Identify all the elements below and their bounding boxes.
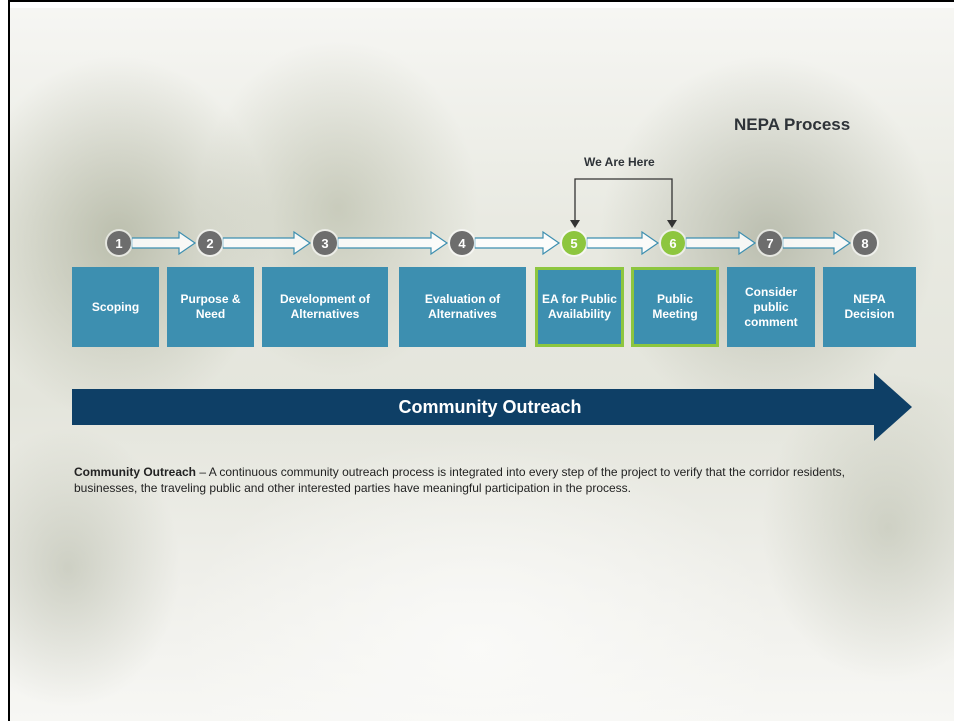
step-box-3: Development of Alternatives: [262, 267, 388, 347]
connector-arrow-6: [685, 230, 757, 256]
connector-arrow-2: [222, 230, 312, 256]
step-box-7: Consider public comment: [727, 267, 815, 347]
we-are-here-arrowhead-right: [667, 220, 677, 228]
step-number-2: 2: [198, 231, 222, 255]
step-connectors: [131, 230, 852, 256]
step-box-5: EA for Public Availability: [535, 267, 624, 347]
connector-arrow-5: [586, 230, 660, 256]
connector-arrow-1: [131, 230, 197, 256]
we-are-here-bracket: [574, 178, 673, 222]
step-number-5: 5: [562, 231, 586, 255]
slide-background: [8, 8, 954, 721]
step-number-7: 7: [758, 231, 782, 255]
step-box-1: Scoping: [72, 267, 159, 347]
step-number-3: 3: [313, 231, 337, 255]
diagram-title: NEPA Process: [734, 115, 851, 134]
step-number-8: 8: [853, 231, 877, 255]
frame-border-top: [8, 0, 954, 2]
community-outreach-arrow: [72, 373, 912, 441]
we-are-here-arrowhead-left: [570, 220, 580, 228]
step-box-8: NEPA Decision: [823, 267, 916, 347]
frame-border-left: [8, 0, 10, 721]
step-box-4: Evaluation of Alternatives: [399, 267, 526, 347]
connector-arrow-3: [337, 230, 449, 256]
connector-arrow-7: [782, 230, 852, 256]
step-box-6: Public Meeting: [631, 267, 719, 347]
community-outreach-banner-label: Community Outreach: [398, 397, 582, 417]
step-number-1: 1: [107, 231, 131, 255]
step-box-2: Purpose & Need: [167, 267, 254, 347]
description-term: Community Outreach: [74, 465, 197, 479]
connector-arrow-4: [474, 230, 561, 256]
we-are-here-label: We Are Here: [584, 155, 655, 169]
community-outreach-description: Community Outreach – A continuous commun…: [74, 464, 874, 496]
description-text: – A continuous community outreach proces…: [74, 465, 846, 496]
step-number-4: 4: [450, 231, 474, 255]
step-number-6: 6: [661, 231, 685, 255]
